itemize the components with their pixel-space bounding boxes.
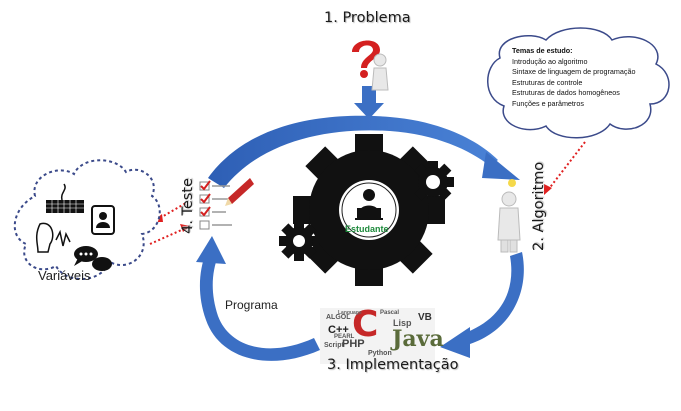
study-topic-item: Funções e parâmetros (512, 98, 584, 108)
cycle-arrow-bottom-left (196, 236, 320, 361)
step-algorithm-label: 2. Algoritmo (531, 161, 547, 251)
lang-word: VB (418, 312, 432, 323)
lang-word: Script (324, 342, 344, 349)
study-topics-title: Temas de estudo: (512, 46, 573, 55)
lang-word: ALGOL (326, 314, 351, 321)
step-implementation-label: 3. Implementação (327, 357, 459, 373)
step-problem-label: 1. Problema (324, 10, 411, 26)
lang-word: PEARL (334, 334, 355, 340)
topics-dotted-arrow (544, 141, 586, 195)
cycle-arrow-top (208, 115, 520, 188)
speaking-head-icon (35, 222, 71, 253)
lang-word: Pascal (380, 310, 400, 316)
lang-word: C++ (328, 324, 349, 336)
checklist-pencil-icon (199, 178, 254, 230)
lang-word: Java (392, 326, 444, 352)
lang-word: C (352, 304, 379, 345)
center-student-label: Estudante (345, 224, 389, 234)
program-label: Programa (225, 298, 278, 312)
study-topic-item: Estruturas de dados homogêneos (512, 88, 620, 97)
small-gear-top-right-icon (412, 161, 454, 203)
student-laptop-icon (355, 189, 383, 220)
lang-word: Language (338, 310, 362, 316)
language-word-cloud (320, 308, 435, 364)
keyboard-icon (46, 183, 84, 213)
variables-cloud (13, 159, 161, 280)
lightbulb-thinker-icon (497, 179, 521, 253)
study-topic-item: Sintaxe de linguagem de programação (512, 67, 636, 76)
step-test-label: 4. Teste (180, 178, 196, 234)
id-badge-icon (91, 205, 115, 235)
study-topic-item: Introdução ao algoritmo (512, 56, 588, 66)
problem-down-arrow (354, 86, 384, 119)
variables-label: Variáveis (38, 268, 91, 283)
lang-word: PHP (342, 338, 365, 350)
lang-word: Lisp (393, 318, 412, 328)
study-topic-item: Estruturas de controle (512, 77, 583, 87)
question-mark-person-icon (352, 40, 389, 91)
chat-bubbles-icon (74, 246, 112, 271)
cycle-arrow-right (440, 252, 524, 358)
small-gear-left-icon (279, 221, 319, 261)
study-topics-list: Temas de estudo: Introdução ao algoritmo… (512, 46, 662, 109)
study-topics-cloud (487, 27, 670, 139)
lang-word: Python (368, 350, 392, 357)
